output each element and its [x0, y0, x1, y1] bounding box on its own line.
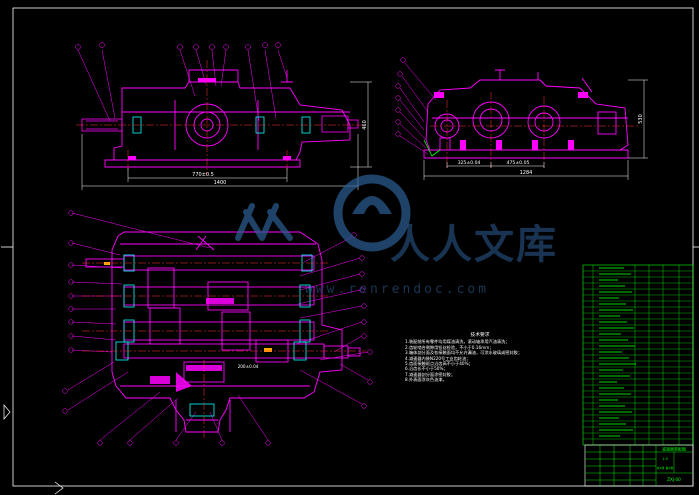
requirement-item: 1.装配前所有零件均用煤油清洗，滚动轴承用汽油清洗； [405, 339, 510, 345]
front-dim-total: 1400 [214, 180, 227, 186]
front-view: 770±0.5 1400 460 [75, 42, 372, 190]
parts-list [582, 264, 694, 446]
technical-requirements: 技术要求 1.装配前所有零件均用煤油清洗，滚动轴承用汽油清洗； 2.齿轮啮合侧隙… [405, 333, 555, 383]
requirement-item: 3.箱体剖分面及各接触面均不允许漏油，可涂水玻璃或密封胶； [405, 350, 523, 356]
title-block: 减速器装配图 1:5 共1张 第1张 ZXJ-00 [584, 444, 694, 487]
plan-dim-center: 200±0.04 [238, 364, 259, 369]
requirement-item: 8.外表面涂灰色油漆。 [405, 377, 447, 383]
requirement-item: 6.沿齿长不小于50%； [405, 366, 448, 372]
requirement-item: 7.减速器剖分面涂密封胶； [405, 371, 456, 377]
frame-arrow-bottom [54, 481, 64, 495]
watermark-text: 人人文库 [390, 222, 558, 268]
front-dim-height: 460 [362, 120, 368, 130]
side-dim-height: 530 [638, 114, 644, 124]
requirement-item: 4.减速器内装N220号工业齿轮油； [405, 355, 471, 361]
requirement-item: 5.齿面接触斑点沿齿高不小于40%； [405, 361, 473, 367]
title-drawing-title: 减速器装配图 [662, 446, 686, 452]
watermark-url: www.renrendoc.com [305, 282, 490, 297]
drawing-frame [12, 7, 694, 487]
side-view: 325±0.04 475±0.05 1284 530 [395, 57, 648, 180]
front-dim-base: 770±0.5 [192, 172, 214, 178]
side-dim-center-2: 475±0.05 [507, 160, 530, 166]
side-dim-center-1: 325±0.04 [458, 160, 481, 166]
requirement-item: 2.齿轮啮合侧隙用铅丝检验，不小于0.16mm； [405, 344, 494, 350]
title-drawing-no: ZXJ-00 [667, 477, 681, 482]
title-scale: 1:5 [662, 457, 668, 461]
side-dim-total: 1284 [520, 170, 533, 176]
title-sheet: 共1张 第1张 [657, 465, 674, 470]
frame-arrow-left [3, 404, 11, 420]
watermark-logo [235, 174, 411, 252]
technical-requirements-title: 技术要求 [470, 333, 490, 338]
plan-view: 200±0.04 [62, 210, 373, 446]
